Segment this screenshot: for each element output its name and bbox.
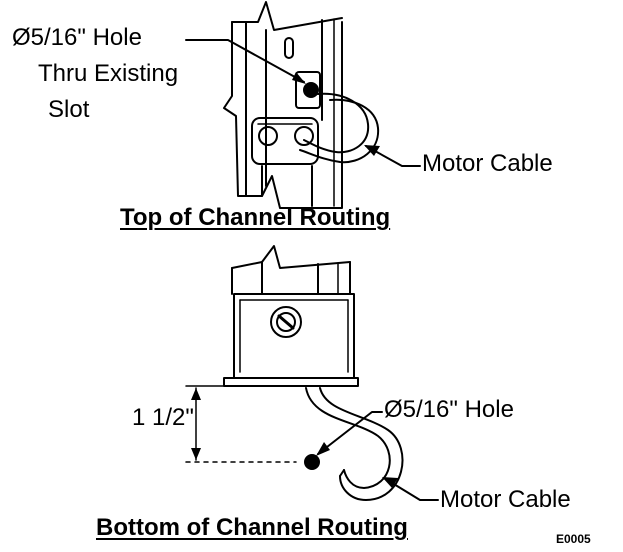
bottom-channel: [223, 245, 359, 387]
bottom-hole-dot: [304, 454, 320, 470]
bottom-cable-leader: [383, 477, 439, 501]
top-cable-leader: [365, 145, 421, 167]
figure-code: E0005: [556, 532, 591, 546]
bottom-hole-leader: [317, 411, 383, 455]
bottom-motor-cable-label: Motor Cable: [440, 486, 571, 513]
top-hole-label-line1: Ø5/16" Hole: [12, 24, 142, 51]
dimension-label: 1 1/2": [132, 404, 194, 431]
top-hole-leader: [185, 39, 305, 83]
top-motor-cable: [299, 92, 380, 164]
top-channel: [223, 1, 343, 209]
top-hole-dot: [303, 82, 319, 98]
top-hole-label-line3: Slot: [48, 96, 90, 123]
bottom-hole-label: Ø5/16" Hole: [384, 396, 514, 423]
dimension-lines: [185, 385, 297, 463]
top-motor-cable-label: Motor Cable: [422, 150, 553, 177]
top-hole-label-line2: Thru Existing: [38, 60, 179, 87]
bottom-section-title: Bottom of Channel Routing: [96, 514, 408, 541]
top-section-title: Top of Channel Routing: [120, 204, 391, 231]
bottom-motor-cable: [305, 387, 404, 501]
